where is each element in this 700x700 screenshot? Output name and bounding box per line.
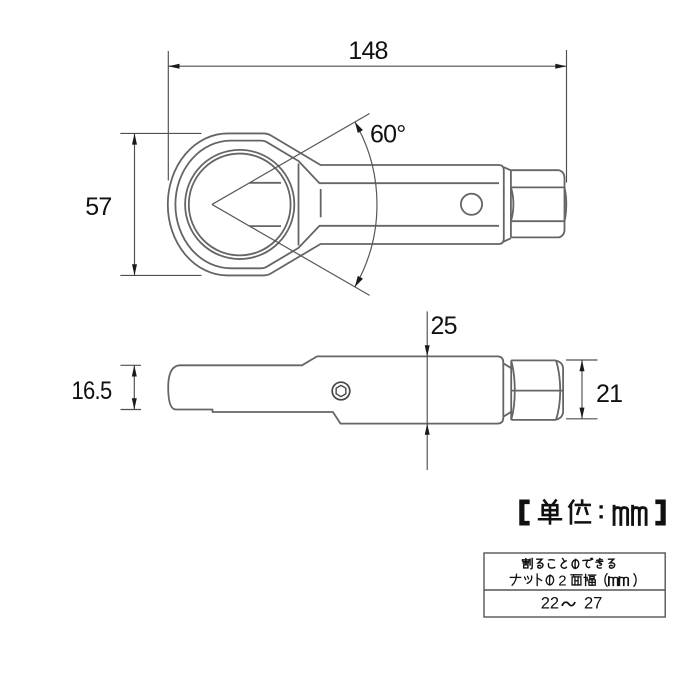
svg-text:2: 2 [558, 573, 566, 590]
svg-text:148: 148 [348, 37, 387, 65]
svg-text:22: 22 [541, 595, 559, 613]
svg-text:16.5: 16.5 [72, 377, 113, 405]
svg-text:25: 25 [431, 312, 457, 340]
svg-text:57: 57 [85, 193, 111, 221]
svg-text:60°: 60° [370, 121, 405, 149]
svg-text:21: 21 [596, 380, 622, 408]
svg-text:27: 27 [584, 595, 602, 613]
